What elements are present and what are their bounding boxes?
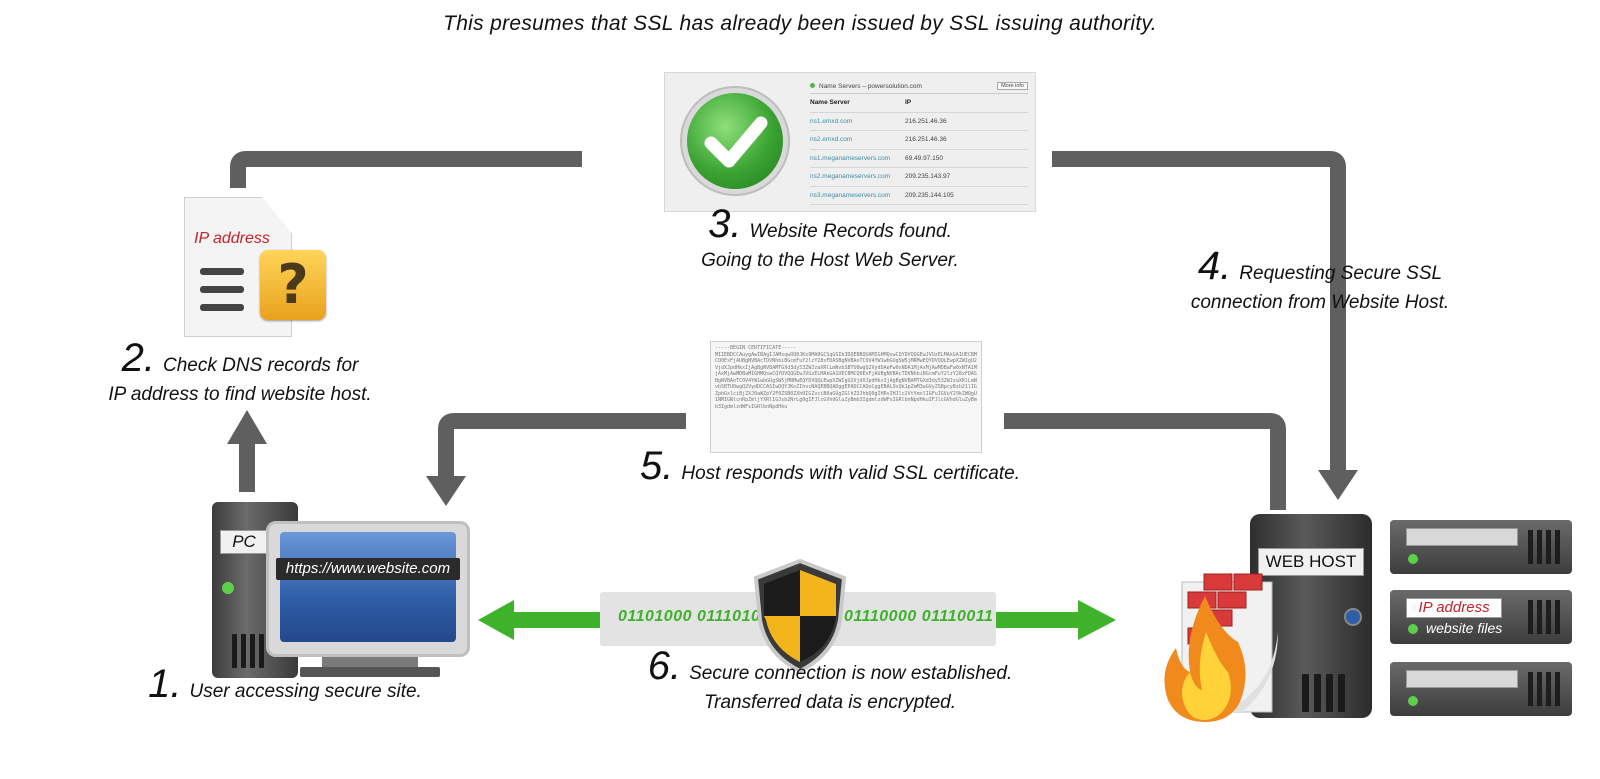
table-row: ns1.emxd.com 216.251.46.36 (810, 113, 1028, 131)
monitor-stand (322, 657, 418, 667)
ssl-certificate: -----BEGIN CERTIFICATE----- MIIEBDCCAuyg… (710, 341, 982, 453)
monitor-screen (280, 532, 456, 642)
pc-vent (232, 634, 237, 668)
arrow-5-right-path (1004, 413, 1286, 510)
dns-table-title: Name Servers – powersolution.com (819, 82, 922, 90)
step-number: 6. (647, 644, 682, 688)
step-number: 3. (708, 202, 742, 246)
step-4-caption: 4. Requesting Secure SSL connection from … (1160, 246, 1480, 317)
step-text-2: connection from Website Host. (1190, 292, 1450, 313)
top-note: This presumes that SSL has already been … (443, 12, 1157, 35)
step-text-2: IP address to find website host. (108, 384, 372, 405)
fire-icon (1164, 596, 1246, 722)
question-icon: ? (260, 250, 326, 320)
step-text: Website Records found. (749, 221, 952, 242)
col-ip: IP (905, 99, 912, 107)
host-vent (1302, 674, 1309, 712)
green-arrow-left-head (478, 600, 514, 640)
doc-lines (200, 268, 244, 311)
host-vent (1314, 674, 1321, 712)
ip-cell: 216.251.46.36 (905, 117, 947, 125)
shield-icon (753, 558, 847, 674)
certificate-body: MIIEBDCCAuygAwIBAgIJAMsqwOQ0JKx9MA0GCSqG… (715, 351, 977, 410)
step-number: 2. (121, 336, 155, 380)
monitor-base (300, 667, 440, 677)
step-3-caption: 3. Website Records found. Going to the Ho… (650, 204, 1010, 275)
ip-cell: 216.251.46.36 (905, 136, 947, 144)
green-arrow-right-head (1078, 600, 1116, 640)
step-5-caption: 5. Host responds with valid SSL certifica… (590, 446, 1070, 488)
step-text: Host responds with valid SSL certificate… (681, 463, 1020, 484)
web-host-label: WEB HOST (1258, 548, 1364, 576)
step-text: User accessing secure site. (189, 681, 422, 702)
arrow-4-path (1052, 151, 1346, 470)
col-name-server: Name Server (810, 99, 850, 107)
host-power-button (1344, 608, 1362, 626)
pc-vent (259, 634, 264, 668)
check-icon (687, 93, 783, 189)
ip-cell: 209.235.144.105 (905, 191, 954, 199)
certificate-header: -----BEGIN CERTIFICATE----- (715, 345, 797, 351)
pc-vent (241, 634, 246, 668)
step-1-caption: 1. User accessing secure site. (100, 664, 470, 706)
arrow-5-head (426, 476, 466, 506)
name-server-cell[interactable]: ns1.meganameservers.com (810, 154, 891, 162)
rack-files-label: website files (1426, 620, 1503, 636)
name-server-cell[interactable]: ns2.emxd.com (810, 136, 853, 144)
bits-right: 01110000 01110011 (844, 608, 994, 625)
step-text: Check DNS records for (163, 355, 359, 376)
step-number: 1. (148, 662, 182, 706)
server-rack (1390, 662, 1572, 716)
table-row: ns1.meganameservers.com 69.49.97.150 (810, 150, 1028, 168)
host-vent (1326, 674, 1333, 712)
step-2-caption: 2. Check DNS records for IP address to fi… (70, 338, 410, 409)
step-6-caption: 6.Secure connection is now established. … (610, 646, 1050, 717)
green-bar-left (514, 612, 600, 628)
host-vent (1338, 674, 1345, 712)
more-info-button[interactable]: More info (997, 82, 1028, 90)
pc-label: PC (220, 530, 268, 554)
arrow-5-left-path (438, 413, 686, 478)
table-row: ns2.emxd.com 216.251.46.36 (810, 131, 1028, 150)
ip-cell: 69.49.97.150 (905, 154, 943, 162)
table-row: ns3.meganameservers.com 209.235.144.105 (810, 187, 1028, 205)
step-number: 4. (1197, 244, 1232, 288)
table-row: ns2.meganameservers.com 209.235.143.97 (810, 168, 1028, 187)
server-rack (1390, 520, 1572, 574)
dns-table-header: Name Servers – powersolution.com More in… (810, 79, 1028, 94)
ip-cell: 209.235.143.97 (905, 173, 951, 181)
step-number: 5. (639, 444, 674, 488)
step-text: Secure connection is now established. (689, 663, 1013, 684)
step-text-2: Going to the Host Web Server. (701, 250, 959, 271)
bits-left: 01101000 0111010 (618, 608, 761, 625)
name-server-cell[interactable]: ns3.meganameservers.com (810, 191, 891, 199)
pc-vent (250, 634, 255, 668)
step-text-2: Transferred data is encrypted. (703, 692, 957, 713)
dns-table: Name Servers – powersolution.com More in… (810, 79, 1028, 205)
dns-table-columns: Name Server IP (810, 94, 1028, 113)
green-bar-right (996, 612, 1078, 628)
dns-records-panel: Name Servers – powersolution.com More in… (664, 72, 1036, 212)
pc-power-led (222, 582, 234, 594)
name-server-cell[interactable]: ns2.meganameservers.com (810, 173, 891, 181)
arrow-4-head (1318, 470, 1358, 500)
name-server-cell[interactable]: ns1.emxd.com (810, 117, 853, 125)
url-bar[interactable]: https://www.website.com (276, 558, 460, 580)
doc-ip-label: IP address (194, 230, 270, 247)
arrow-3-left-path (230, 151, 582, 188)
step-text: Requesting Secure SSL (1239, 263, 1443, 284)
arrow-1-up-head (227, 410, 267, 444)
rack-ip-label: IP address (1406, 598, 1502, 618)
